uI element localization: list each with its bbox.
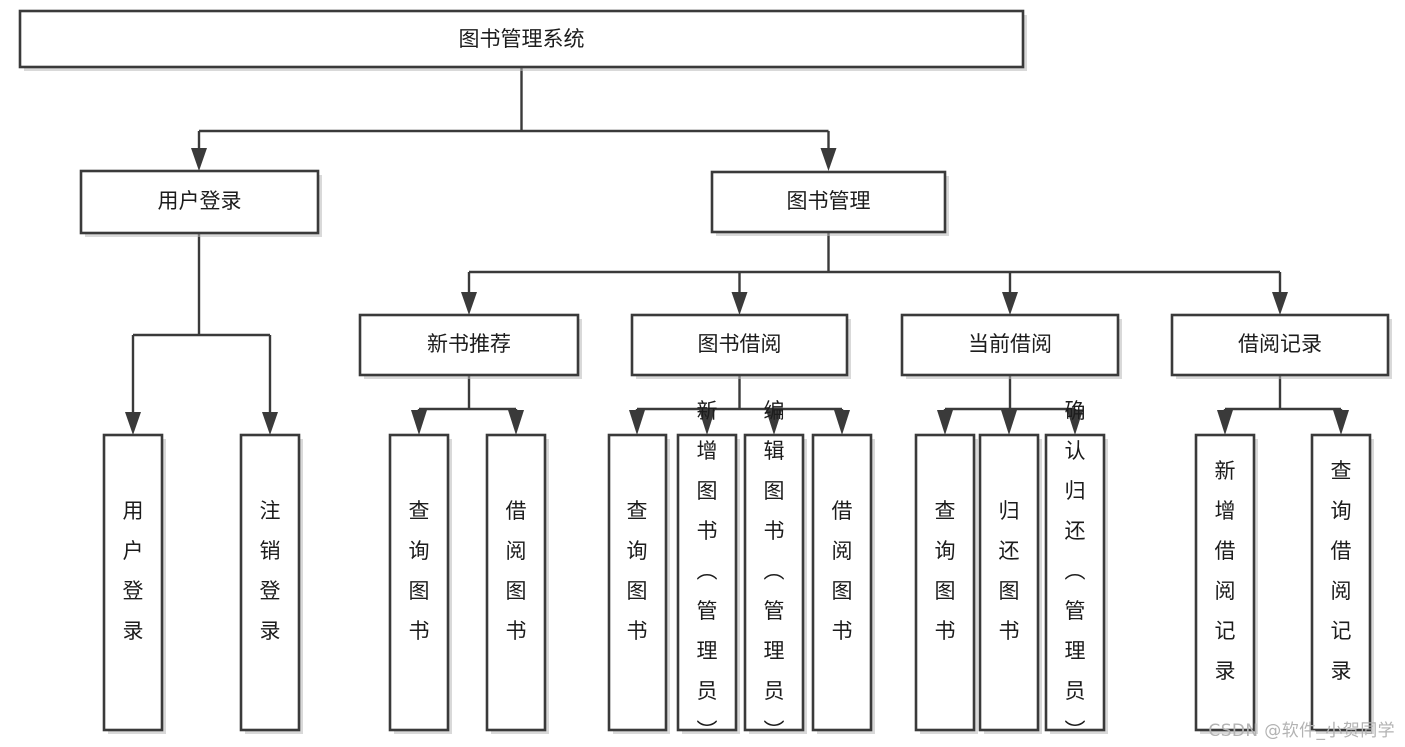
node-user-login-label: 用户登录	[158, 189, 242, 213]
leaf-edit-book-admin-box	[743, 433, 805, 732]
node-current-borrow-box	[900, 313, 1120, 377]
node-borrow-record[interactable]: 借阅记录	[1170, 313, 1392, 379]
leaf-borrow-book-new-box	[485, 433, 547, 732]
node-book-management[interactable]: 图书管理	[710, 170, 949, 236]
leaf-borrow-book-borrow-label: 借阅图书	[832, 499, 853, 643]
arrowhead-book-borrow	[731, 292, 748, 315]
leaf-confirm-return-admin-box	[1044, 433, 1106, 732]
node-new-book-recommend-box	[358, 313, 580, 377]
node-user-login[interactable]: 用户登录	[79, 169, 322, 237]
leaf-add-borrow-record-box	[1194, 433, 1256, 732]
arrowhead-l-query-book-a	[411, 410, 427, 435]
arrowhead-l-borrow-book-a	[508, 410, 524, 435]
leaf-return-book[interactable]: 归还图书	[978, 433, 1042, 734]
node-new-book-recommend[interactable]: 新书推荐	[358, 313, 582, 379]
arrowhead-l-confirm-return	[1067, 410, 1083, 435]
node-user-login-box	[79, 169, 320, 235]
arrowhead-l-return-book	[1001, 410, 1017, 435]
csdn-watermark: CSDN @软件_小贺同学	[1208, 721, 1395, 741]
leaf-query-borrow-record-label: 查询借阅记录	[1331, 459, 1352, 683]
leaf-query-book-borrow-box	[607, 433, 668, 732]
leaf-query-borrow-record[interactable]: 查询借阅记录	[1310, 433, 1374, 734]
arrowhead-l-query-book-b	[629, 410, 645, 435]
leaf-borrow-book-new[interactable]: 借阅图书	[485, 433, 549, 734]
leaf-query-book-new-label: 查询图书	[409, 499, 430, 643]
leaf-query-book-new-box	[388, 433, 450, 732]
leaf-add-book-admin[interactable]: 新增图书︵管理员︶	[676, 399, 740, 743]
leaf-edit-book-admin-label: 编辑图书︵管理员︶	[764, 399, 785, 743]
leaf-user-logout-label: 注销登录	[260, 499, 281, 643]
node-root-label: 图书管理系统	[459, 27, 585, 51]
node-borrow-record-box	[1170, 313, 1390, 377]
leaf-confirm-return-admin[interactable]: 确认归还︵管理员︶	[1044, 399, 1108, 743]
leaf-user-login-box	[102, 433, 164, 732]
node-book-management-box	[710, 170, 947, 234]
node-book-borrow-label: 图书借阅	[698, 332, 782, 356]
arrowhead-l-edit-book	[766, 410, 782, 435]
arrowhead-l-query-record	[1333, 410, 1349, 435]
leaf-confirm-return-admin-label: 确认归还︵管理员︶	[1065, 399, 1086, 743]
leaf-query-book-current-box	[914, 433, 976, 732]
arrowhead-l-user-login	[125, 412, 141, 435]
node-book-borrow[interactable]: 图书借阅	[630, 313, 851, 379]
leaf-borrow-book-borrow-box	[811, 433, 873, 732]
node-root-box	[18, 9, 1025, 69]
arrowhead-l-query-book-c	[937, 410, 953, 435]
leaf-borrow-book-borrow[interactable]: 借阅图书	[811, 433, 875, 734]
node-borrow-record-label: 借阅记录	[1238, 332, 1322, 356]
node-root[interactable]: 图书管理系统	[18, 9, 1027, 71]
arrowhead-l-user-logout	[262, 412, 278, 435]
node-current-borrow[interactable]: 当前借阅	[900, 313, 1122, 379]
leaf-user-logout-box	[239, 433, 301, 732]
leaf-user-login-label: 用户登录	[123, 499, 144, 643]
leaf-return-book-label: 归还图书	[999, 499, 1020, 643]
node-book-management-label: 图书管理	[787, 189, 871, 213]
leaf-return-book-box	[978, 433, 1040, 732]
leaf-query-book-current[interactable]: 查询图书	[914, 433, 978, 734]
leaf-borrow-book-new-label: 借阅图书	[506, 499, 527, 643]
connector-layer	[125, 67, 1349, 435]
leaf-edit-book-admin[interactable]: 编辑图书︵管理员︶	[743, 399, 807, 743]
leaf-user-logout[interactable]: 注销登录	[239, 433, 303, 734]
node-new-book-recommend-label: 新书推荐	[427, 332, 511, 356]
arrowhead-l-borrow-book-b	[834, 410, 850, 435]
node-book-borrow-box	[630, 313, 849, 377]
leaf-add-borrow-record[interactable]: 新增借阅记录	[1194, 433, 1258, 734]
node-current-borrow-label: 当前借阅	[968, 332, 1052, 356]
leaf-user-login[interactable]: 用户登录	[102, 433, 166, 734]
leaf-query-borrow-record-box	[1310, 433, 1372, 732]
leaf-query-book-new[interactable]: 查询图书	[388, 433, 452, 734]
node-layer: 图书管理系统 用户登录 图书管理 新书推荐	[18, 9, 1392, 743]
arrowhead-new-book-rec	[461, 292, 477, 315]
leaf-add-borrow-record-label: 新增借阅记录	[1215, 459, 1236, 683]
leaf-query-book-current-label: 查询图书	[935, 499, 956, 643]
arrowhead-current-borrow	[1002, 292, 1018, 315]
arrowhead-l-add-record	[1217, 410, 1233, 435]
arrowhead-user-login	[191, 148, 207, 171]
leaf-query-book-borrow-label: 查询图书	[627, 499, 648, 643]
leaf-add-book-admin-box	[676, 433, 738, 732]
leaf-query-book-borrow[interactable]: 查询图书	[607, 433, 670, 734]
arrowhead-l-add-book	[699, 410, 715, 435]
arrowhead-borrow-record	[1272, 292, 1288, 315]
leaf-add-book-admin-label: 新增图书︵管理员︶	[697, 399, 718, 743]
arrowhead-book-mgmt	[820, 148, 837, 171]
